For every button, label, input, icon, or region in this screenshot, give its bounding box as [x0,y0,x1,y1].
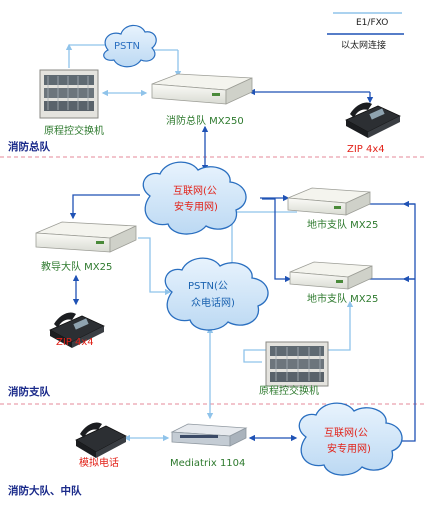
section-label-branch: 消防支队 [8,385,50,398]
phone-analog: 模拟电话 [75,422,127,469]
analog-phone-label: 模拟电话 [79,456,119,469]
pbx-mid: 原程控交换机 [259,341,329,397]
pstn-mid-label-line2: 众电话网) [191,296,235,309]
internet-1-label-line1: 互联网(公 [173,185,217,197]
pstn-top-label: PSTN [114,41,140,52]
device-mediatrix: Mediatrix 1104 [170,423,248,469]
device-mx250: 消防总队 MX250 [151,73,253,127]
legend-ethernet-label: 以太网连接 [341,39,386,51]
pbx-top-label: 原程控交换机 [44,124,104,137]
device-mx25-city-1: 地市支队 MX25 [287,187,378,231]
cloud-pstn-top: PSTN [103,24,157,68]
pbx-mid-label: 原程控交换机 [259,384,319,397]
internet-2-label-line1: 互联网(公 [324,427,368,439]
legend-e1-label: E1/FXO [356,18,388,28]
device-mx25-city-2: 地市支队 MX25 [289,261,378,305]
section-label-hq: 消防总队 [8,140,50,153]
mediatrix-label: Mediatrix 1104 [170,458,245,469]
device-mx25-training: 教导大队 MX25 [35,221,137,273]
phone-zip-mid: ZIP 4x4 [49,312,105,348]
cloud-internet-2: 互联网(公 安专用网) [298,402,403,476]
pstn-mid-label-line1: PSTN(公 [188,281,228,292]
mx25-city-2-label: 地市支队 MX25 [307,292,378,305]
link-internet1-bus [262,198,292,283]
internet-1-label-line2: 安专用网) [174,200,218,213]
mx250-label: 消防总队 MX250 [166,114,244,127]
zip-top-label: ZIP 4x4 [347,144,385,155]
link-internet1-training [69,194,140,220]
section-label-brigade: 消防大队、中队 [8,484,82,497]
cloud-internet-1: 互联网(公 安专用网) [142,161,247,235]
ethernet-connections [69,88,416,445]
link-city1-right [365,203,416,445]
phone-zip-top: ZIP 4x4 [345,102,401,155]
legend: E1/FXO 以太网连接 [327,12,404,51]
cloud-pstn-mid: PSTN(公 众电话网) [164,257,269,331]
link-pbxmid-city2 [243,300,354,363]
mx25-training-label: 教导大队 MX25 [41,260,112,273]
mx25-city-1-label: 地市支队 MX25 [307,218,378,231]
zip-mid-label: ZIP 4x4 [56,337,94,348]
link-training-pstnmid [138,237,172,296]
pbx-top: 原程控交换机 [39,69,104,137]
internet-2-label-line2: 安专用网) [327,442,371,455]
